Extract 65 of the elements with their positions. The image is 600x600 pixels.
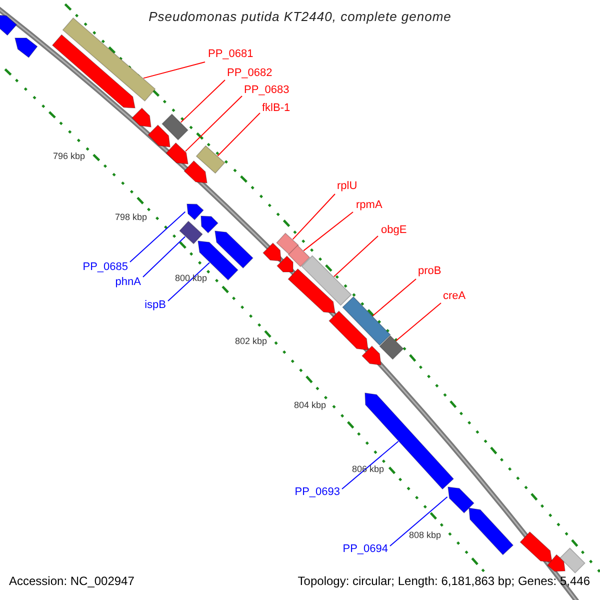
gene-block [301, 255, 352, 306]
gene-block [162, 114, 188, 140]
gene-label: PP_0682 [227, 68, 272, 79]
gene-feature [468, 508, 514, 556]
scale-label: 802 kbp [235, 337, 268, 346]
gene-label: ispB [144, 300, 166, 311]
scale-label: 798 kbp [115, 213, 148, 222]
gene-label: PP_0694 [342, 544, 388, 555]
gene-feature [148, 124, 170, 148]
gene-label: PP_0681 [208, 49, 254, 60]
scale-label: 808 kbp [409, 531, 442, 540]
gene-feature [184, 160, 208, 184]
scale-label: 804 kbp [294, 401, 326, 410]
gene-feature [14, 38, 38, 58]
gene-feature [546, 554, 566, 572]
gene-feature [0, 14, 18, 36]
gene-label: PP_0683 [244, 85, 290, 96]
leader-line [292, 194, 336, 240]
scale-label: 796 kbp [53, 152, 86, 161]
info-text: Accession: NC_002947 [9, 575, 134, 587]
gene-feature [214, 230, 254, 269]
leader-line [142, 236, 186, 278]
gene-feature [520, 531, 552, 562]
gene-feature [448, 486, 474, 514]
gene-block [179, 220, 203, 244]
info-text: Topology: circular; Length: 6,181,863 bp; Genes: 5,446 [298, 575, 590, 587]
title: Pseudomonas putida KT2440, complete genome [148, 10, 452, 23]
gene-block [196, 145, 226, 174]
gene-feature [262, 242, 282, 262]
gene-label: PP_0693 [294, 487, 340, 498]
gene-block [560, 548, 586, 574]
gene-label: proB [418, 266, 442, 277]
gene-block [379, 335, 404, 360]
leader-line [185, 96, 242, 152]
scale-label: 806 kbp [352, 465, 384, 474]
leader-line [143, 62, 206, 79]
gene-label: obgE [381, 225, 407, 236]
gene-feature [288, 268, 336, 314]
leader-line [396, 302, 442, 342]
gene-block [342, 296, 391, 346]
gene-feature [200, 216, 218, 234]
leader-line [303, 212, 354, 252]
leader-line [168, 262, 210, 302]
gene-label: fklB-1 [262, 103, 290, 114]
leader-line [390, 496, 448, 546]
leader-line [372, 278, 416, 316]
gene-feature [364, 392, 454, 490]
gene-block [276, 232, 299, 256]
leader-line [333, 236, 378, 278]
gene-label: rplU [337, 181, 358, 192]
gene-feature [276, 256, 294, 272]
scale-label: 800 kbp [175, 274, 208, 283]
gene-label: creA [443, 291, 466, 302]
leader-line [217, 112, 260, 156]
gene-label: rpmA [356, 200, 382, 211]
gene-feature [186, 204, 204, 220]
leader-line [342, 440, 399, 490]
gene-feature [52, 34, 136, 108]
gene-feature [132, 108, 152, 128]
gene-label: phnA [115, 277, 141, 288]
gene-label: PP_0685 [82, 262, 128, 273]
gene-feature [328, 310, 368, 350]
leader-line [130, 211, 186, 262]
gene-feature [166, 142, 188, 164]
leader-line [180, 80, 226, 123]
